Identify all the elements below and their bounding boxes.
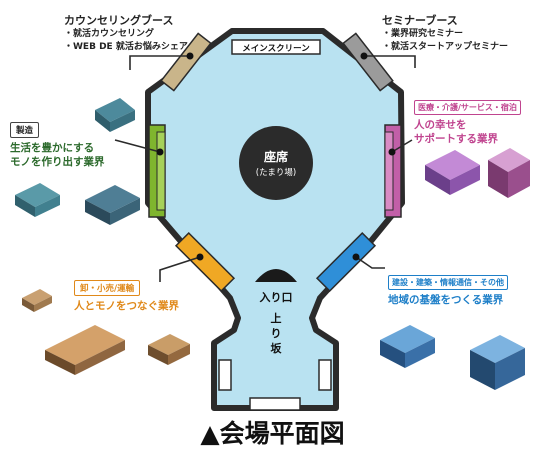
counseling-booth	[160, 32, 212, 92]
manufacturing-zone: 製造 生活を豊かにする モノを作り出す業界	[10, 118, 140, 169]
manufacturing-dot	[156, 148, 164, 156]
seminar-title: セミナーブース	[382, 14, 458, 27]
seminar-zone: セミナーブース ・業界研究セミナー ・就活スタートアップセミナー	[382, 12, 542, 54]
seminar-item-1: ・業界研究セミナー	[382, 29, 464, 39]
manufacturing-illustration	[15, 98, 140, 225]
seminar-booth	[342, 32, 394, 92]
callout-lines	[114, 55, 416, 282]
construction-zone: 建設・建築・情報通信・その他 地域の基盤をつくる業界	[388, 270, 543, 307]
figure-caption: ▲会場平面図	[200, 419, 345, 448]
slope-char-1: 上	[271, 311, 282, 325]
service-dot	[388, 148, 396, 156]
wholesale-booth	[174, 231, 236, 293]
seating-area	[239, 126, 313, 200]
corridor-room-right	[318, 359, 332, 391]
corridor-room-left	[218, 359, 232, 391]
main-screen	[231, 39, 321, 55]
construction-callout	[355, 256, 385, 269]
wholesale-line-1: 人とモノをつなぐ業界	[74, 300, 179, 312]
construction-booth	[315, 231, 377, 293]
service-line-1: 人の幸せを	[414, 119, 467, 131]
wholesale-callout	[159, 256, 201, 282]
construction-dot	[352, 253, 360, 261]
counseling-zone: カウンセリングブース ・就活カウンセリング ・WEB DE 就活お悩みシェア	[64, 12, 224, 54]
manufacturing-line-1: 生活を豊かにする	[10, 142, 95, 154]
entrance-arch	[255, 269, 297, 282]
counseling-item-1: ・就活カウンセリング	[64, 29, 155, 39]
service-illustration	[425, 148, 530, 198]
seminar-item-2: ・就活スタートアップセミナー	[382, 42, 509, 52]
manufacturing-booth-inner	[156, 131, 166, 211]
counseling-item-2: ・WEB DE 就活お悩みシェア	[64, 42, 188, 52]
wholesale-illustration	[22, 289, 190, 375]
seminar-dot	[360, 52, 368, 60]
construction-line-1: 地域の基盤をつくる業界	[388, 294, 504, 306]
corridor-room-bottom	[249, 397, 301, 411]
manufacturing-callout	[114, 139, 161, 153]
manufacturing-line-2: モノを作り出す業界	[10, 156, 105, 168]
wholesale-zone: 卸・小売/運輸 人とモノをつなぐ業界	[74, 276, 214, 313]
service-zone: 医療・介護/サービス・宿泊 人の幸せを サポートする業界	[414, 95, 544, 146]
counseling-callout	[129, 55, 190, 70]
seating-title: 座席	[263, 149, 288, 164]
construction-illustration	[380, 325, 525, 390]
slope-char-3: 坂	[271, 341, 283, 355]
callout-dots	[156, 52, 396, 261]
seminar-callout	[364, 55, 416, 68]
counseling-title: カウンセリングブース	[64, 14, 174, 27]
wholesale-tag: 卸・小売/運輸	[74, 280, 141, 296]
slope-char-2: り	[271, 327, 282, 340]
manufacturing-tag: 製造	[10, 122, 40, 138]
service-line-2: サポートする業界	[414, 133, 498, 145]
main-screen-label: メインスクリーン	[242, 43, 310, 54]
construction-tag: 建設・建築・情報通信・その他	[388, 275, 508, 290]
counseling-dot	[186, 52, 194, 60]
service-tag: 医療・介護/サービス・宿泊	[414, 100, 521, 115]
seating-sub: (たまり場)	[256, 167, 296, 178]
service-callout	[391, 139, 413, 153]
entrance-label: 入り口	[260, 291, 293, 304]
wholesale-dot	[196, 253, 204, 261]
service-booth-inner	[384, 131, 394, 211]
